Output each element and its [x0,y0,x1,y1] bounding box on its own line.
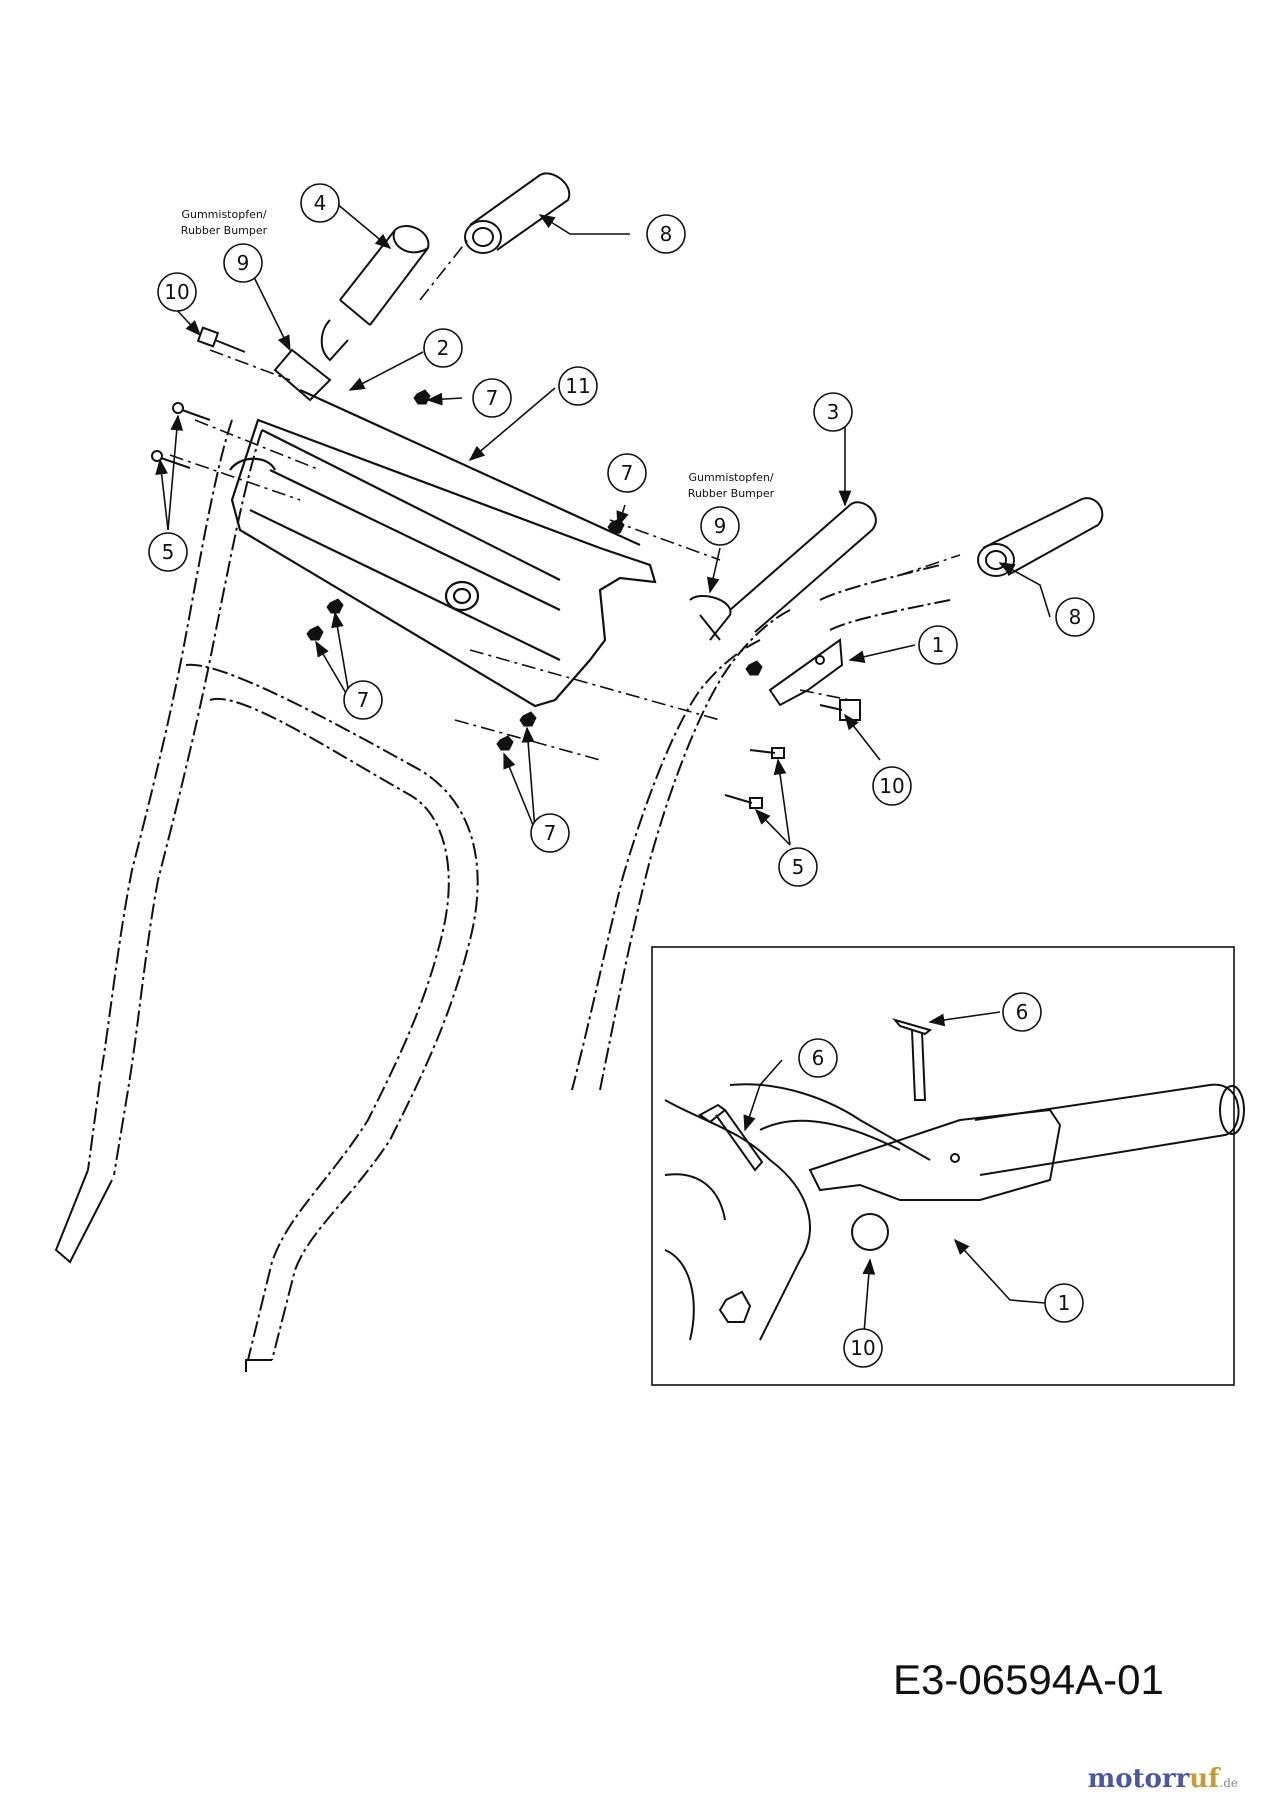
bolt-5-right [724,747,785,809]
callout-10-left [157,272,197,312]
watermark-logo: motorruf.de [1088,1764,1238,1794]
callout-1-main [918,625,958,665]
callout-4 [300,183,340,223]
rubber-bumper-label-right: Gummistopfen/ Rubber Bumper [688,471,775,500]
leader-lines [155,202,1051,1346]
callout-6-left-text: 6 [812,1046,825,1070]
callout-7-mid [607,453,647,493]
cross-brace-panel [229,388,657,708]
callout-8-top-text: 8 [660,222,673,246]
callout-1-inset-text: 1 [1058,1291,1071,1315]
rubber-bumper-right-line2: Rubber Bumper [688,487,775,500]
callout-6-top-text: 6 [1016,1000,1029,1024]
callout-7-mid-text: 7 [621,461,634,485]
callout-8-right [1055,597,1095,637]
watermark-motor: motor [1087,1764,1176,1794]
callout-10-inset-text: 10 [850,1336,875,1360]
watermark-tld: .de [1219,1776,1238,1790]
callout-9-right-text: 9 [714,514,727,538]
left-grip-assembly [273,225,430,402]
callout-5-left [148,532,188,572]
rubber-bumper-label-left: Gummistopfen/ Rubber Bumper [181,208,268,237]
rubber-bumper-left-line1: Gummistopfen/ [181,208,266,221]
callout-10-right-text: 10 [879,774,904,798]
callout-11 [558,366,598,406]
callout-7-lower-left-text: 7 [357,688,370,712]
left-handle-foot [54,1169,272,1372]
assembly-lines [169,236,961,761]
watermark-r: r [1175,1764,1190,1794]
callout-8-top [646,214,686,254]
callout-1-main-text: 1 [932,633,945,657]
rubber-bumper-left-line2: Rubber Bumper [181,224,268,237]
callout-7-lower-mid [530,813,570,853]
bracket-plate [768,638,844,707]
callout-3-text: 3 [827,400,840,424]
right-handle-tube [571,564,951,1091]
callout-numbers: 4 8 9 10 2 7 11 3 7 9 8 1 5 7 10 7 5 6 6… [162,191,1082,1360]
callout-1-inset [1044,1283,1084,1323]
callout-2 [423,328,463,368]
callout-7-lower-mid-text: 7 [544,821,557,845]
left-handle-tube [87,419,479,1361]
callout-3 [813,392,853,432]
callout-2-text: 2 [437,336,450,360]
grip-sleeve-top [464,172,571,254]
bolt-left-upper [196,326,246,353]
callout-7-top-text: 7 [486,386,499,410]
callout-6-left [798,1038,838,1078]
callout-7-top [472,378,512,418]
callout-5-right-text: 5 [792,855,805,879]
watermark-uf: uf [1189,1764,1220,1794]
callout-4-text: 4 [314,191,327,215]
callout-9-right [700,506,740,546]
callout-6-top [1002,992,1042,1032]
callout-10-inset [843,1328,883,1368]
callout-11-text: 11 [565,374,590,398]
rubber-bumper-right-line1: Gummistopfen/ [688,471,773,484]
callout-9-left [223,243,263,283]
callout-10-left-text: 10 [164,280,189,304]
callout-9-left-text: 9 [237,251,250,275]
inset-bolts-6 [698,1018,933,1172]
callout-10-right [872,766,912,806]
detail-inset-frame [651,946,1235,1386]
callout-5-left-text: 5 [162,540,175,564]
callouts [148,183,1095,1368]
callout-7-lower-left [343,680,383,720]
grip-sleeve-right [977,497,1104,577]
callout-8-right-text: 8 [1069,605,1082,629]
inset-handle [664,1083,1245,1341]
bolt-10-right [819,699,861,721]
drawing-number: E3-06594A-01 [893,1656,1164,1703]
callout-5-right [778,847,818,887]
